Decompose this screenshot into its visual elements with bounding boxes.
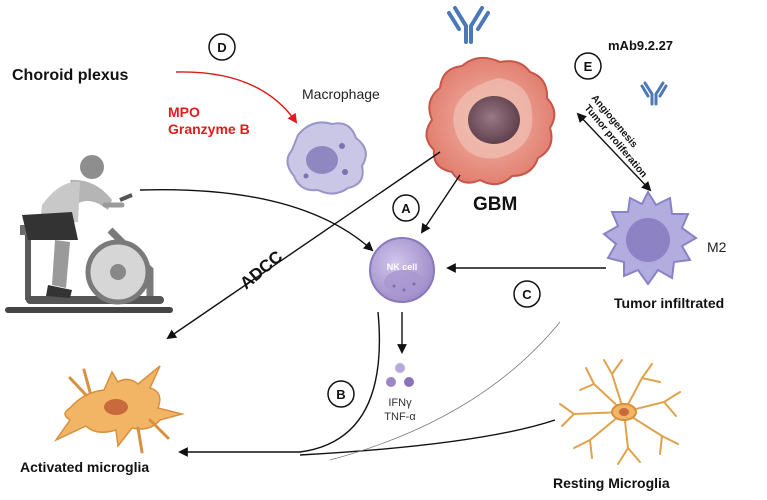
mpo-label: MPO: [168, 104, 200, 120]
antibody-icon-small: [640, 81, 668, 106]
tumor-infiltrated-label: Tumor infiltrated: [614, 295, 724, 311]
activated-microglia-illustration: [53, 365, 185, 454]
nk-cell-label: NK cell: [387, 262, 418, 272]
svg-text:C: C: [522, 287, 532, 302]
arrow-choroid-to-macrophage: [175, 71, 298, 124]
marker-e: E: [574, 52, 602, 80]
arrow-exercise-to-nk: [139, 188, 374, 252]
resting-microglia-illustration: [559, 359, 681, 465]
gbm-label: GBM: [473, 194, 517, 215]
arrow-resting-to-activated: [299, 419, 556, 456]
macrophage-label: Macrophage: [302, 86, 380, 102]
svg-text:E: E: [584, 59, 593, 74]
arrow-nk-to-activated-microglia: [178, 311, 381, 457]
marker-d: D: [208, 33, 236, 61]
choroid-plexus-label: Choroid plexus: [12, 67, 129, 84]
exercise-bike-illustration: [5, 155, 173, 313]
svg-text:B: B: [336, 387, 345, 402]
antibody-icon-large: [447, 6, 490, 44]
svg-text:A: A: [401, 201, 411, 216]
activated-microglia-label: Activated microglia: [20, 459, 149, 475]
marker-b: B: [327, 380, 355, 408]
adcc-label: ADCC: [236, 247, 286, 293]
mab-label: mAb9.2.27: [608, 38, 673, 53]
gbm-tumor-illustration: [425, 56, 556, 186]
svg-text:D: D: [217, 40, 226, 55]
cytokine-dots: [386, 363, 414, 387]
marker-a: A: [392, 194, 420, 222]
tnf-alpha-label: TNF-α: [384, 411, 416, 423]
thin-curve-line: [329, 321, 561, 461]
arrows: [139, 71, 652, 461]
rider-head-icon: [80, 155, 104, 179]
nk-cell-illustration: [369, 237, 435, 303]
m2-macrophage-illustration: [602, 189, 698, 286]
arrow-gbm-to-nk: [420, 174, 461, 234]
macrophage-illustration: [286, 121, 367, 195]
arrow-gbm-to-microglia: [166, 151, 441, 340]
m2-label: M2: [707, 239, 727, 255]
ifn-gamma-label: IFNγ: [388, 397, 412, 409]
marker-c: C: [513, 280, 541, 308]
granzyme-b-label: Granzyme B: [168, 121, 250, 137]
tumor-nucleus-icon: [468, 96, 520, 144]
arrow-gbm-m2-bidirectional: [576, 112, 652, 192]
resting-microglia-label: Resting Microglia: [553, 475, 670, 491]
